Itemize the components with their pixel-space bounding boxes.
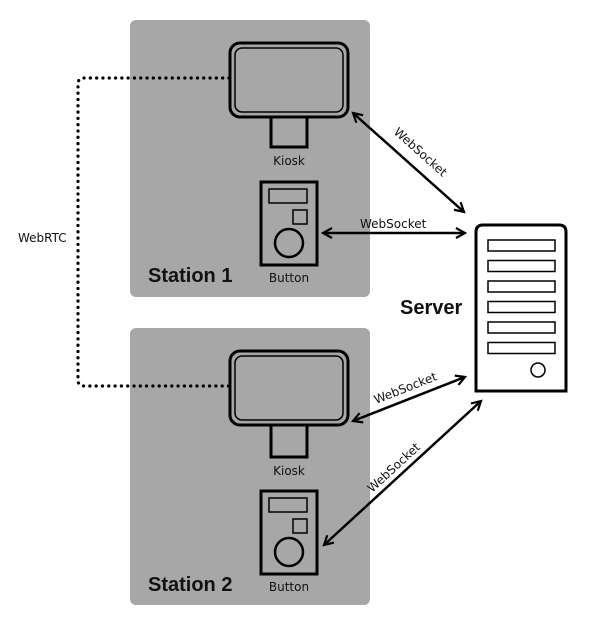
station-2-background: [130, 328, 370, 605]
station-2-title: Station 2: [148, 574, 232, 596]
station-1-background: [130, 20, 370, 297]
webrtc-label-bg: [14, 225, 72, 249]
websocket-label: WebSocket: [360, 217, 427, 231]
webrtc-label: WebRTC: [18, 231, 67, 245]
server-title: Server: [400, 297, 462, 319]
server-slots: [487, 239, 556, 355]
websocket-label: WebSocket: [365, 440, 424, 495]
station-1-panel: Kiosk Button Station 1: [130, 20, 370, 297]
button-device-icon: [259, 180, 319, 267]
server-slot: [487, 341, 556, 355]
station-2-panel: Kiosk Button Station 2: [130, 328, 370, 605]
button-device-icon: [259, 489, 319, 576]
server-slot: [487, 280, 556, 293]
webrtc-link: [76, 76, 231, 388]
server-icon: [474, 223, 568, 393]
server-slot: [487, 321, 556, 334]
station-1-button-label: Button: [269, 271, 309, 285]
websocket-link-station1-button: WebSocket: [323, 217, 465, 233]
station-1-kiosk-label: Kiosk: [273, 154, 305, 168]
server-slot: [487, 300, 556, 314]
server-slot: [487, 239, 556, 252]
server-slot: [487, 259, 556, 273]
websocket-label: WebSocket: [391, 125, 450, 180]
kiosk-icon: [228, 41, 350, 149]
kiosk-icon: [228, 349, 350, 459]
station-1-title: Station 1: [148, 265, 232, 287]
station-2-button-label: Button: [269, 580, 309, 594]
station-2-kiosk-label: Kiosk: [273, 464, 305, 478]
